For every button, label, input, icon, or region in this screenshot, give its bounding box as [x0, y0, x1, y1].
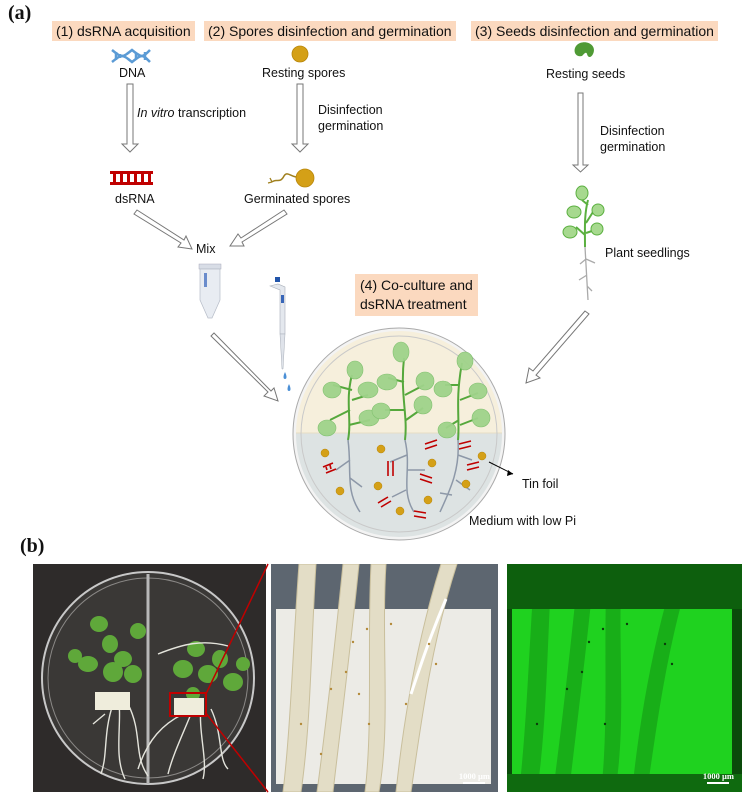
resting-spore-icon: [291, 45, 309, 63]
transcription-text: transcription: [174, 106, 247, 120]
arrow-spores-to-mix: [229, 209, 288, 247]
arrow-mix-to-dish: [210, 332, 279, 402]
zoom-box: [169, 692, 207, 717]
step-2-header: (2) Spores disinfection and germination: [204, 21, 456, 41]
plant-seedlings-label: Plant seedlings: [605, 246, 690, 260]
arrow-spores-germination: [290, 83, 310, 153]
step-3-header: (3) Seeds disinfection and germination: [471, 21, 718, 41]
germinated-spore-icon: [267, 168, 315, 188]
spores-germination-label: germination: [318, 119, 384, 133]
scale-bar-text: 1000 µm: [702, 771, 734, 781]
mix-label: Mix: [196, 242, 216, 256]
germinated-spores-label: Germinated spores: [244, 192, 351, 206]
panel-b-label: (b): [20, 535, 45, 557]
drop-1: [283, 372, 287, 379]
resting-spores-label: Resting spores: [262, 66, 346, 80]
arrow-seedlings-to-dish: [525, 310, 590, 384]
fluorescence-micrograph: 1000 µm: [507, 564, 742, 792]
medium-label: Medium with low Pi: [469, 514, 576, 528]
drop-2: [287, 384, 291, 391]
seeds-germination-label: germination: [600, 140, 666, 154]
dsrna-label: dsRNA: [115, 192, 155, 206]
arrow-dsrna-to-mix: [133, 209, 193, 250]
arrow-seeds-germination: [571, 92, 590, 173]
scale-bar-bright-field: 1000 µm: [459, 771, 490, 784]
scale-bar-line: [707, 782, 730, 784]
panel-a-label: (a): [8, 2, 32, 24]
step-4-line-2: dsRNA treatment: [360, 296, 467, 312]
dsrna-icon: [110, 171, 153, 185]
scale-bar-fluorescence: 1000 µm: [703, 771, 734, 784]
dna-label: DNA: [119, 66, 146, 80]
pipette-icon: [269, 277, 291, 391]
resting-seeds-label: Resting seeds: [546, 67, 626, 81]
petri-dish-illustration: [292, 327, 514, 541]
dna-icon: [111, 48, 151, 64]
resting-seed-icon: [574, 42, 594, 57]
bright-field-micrograph: 1000 µm: [271, 564, 498, 792]
step-4-header: (4) Co-culture and dsRNA treatment: [355, 274, 478, 316]
scale-bar-text: 1000 µm: [458, 771, 490, 781]
tin-foil-label: Tin foil: [522, 477, 559, 491]
petri-dish-photo: [33, 564, 266, 792]
step-4-line-1: (4) Co-culture and: [360, 277, 473, 293]
diagram-graphics: [110, 42, 605, 541]
seedling-illustration: [562, 185, 605, 301]
arrow-transcription: [120, 83, 140, 153]
seeds-disinfection-label: Disinfection: [600, 124, 665, 138]
tube-icon: [198, 263, 222, 319]
step-1-header: (1) dsRNA acquisition: [52, 21, 195, 41]
scale-bar-line: [463, 782, 486, 784]
in-vitro-italic: In vitro: [137, 106, 175, 120]
in-vitro-transcription-label: In vitro transcription: [137, 106, 246, 121]
spores-disinfection-label: Disinfection: [318, 103, 383, 117]
